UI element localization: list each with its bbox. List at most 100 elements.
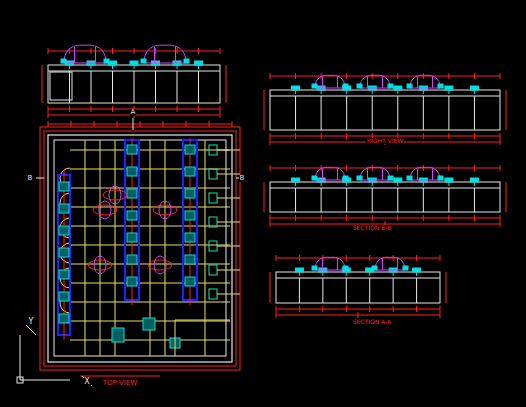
cad-stroke bbox=[372, 215, 373, 221]
cad-stroke bbox=[186, 121, 187, 127]
cad-stroke bbox=[337, 168, 338, 180]
cad-stroke bbox=[264, 182, 265, 212]
car-outline bbox=[360, 167, 390, 180]
cad-stroke bbox=[474, 165, 475, 171]
cad-stroke bbox=[321, 90, 322, 94]
cad-stroke bbox=[346, 215, 347, 221]
cad-stroke bbox=[209, 241, 217, 251]
cad-stroke bbox=[198, 71, 199, 103]
cad-stroke bbox=[50, 72, 72, 100]
cad-stroke bbox=[217, 270, 240, 271]
section-mark: B bbox=[239, 175, 246, 182]
cad-stroke bbox=[397, 73, 398, 79]
cad-stroke bbox=[474, 133, 475, 139]
cad-stroke bbox=[270, 139, 271, 145]
cad-stroke bbox=[321, 182, 322, 186]
cad-stroke bbox=[292, 86, 300, 90]
cad-stroke bbox=[292, 178, 300, 182]
cad-stroke bbox=[474, 96, 475, 130]
cad-stroke bbox=[346, 96, 347, 130]
ucs-icon bbox=[20, 335, 70, 380]
cad-stroke bbox=[369, 255, 370, 261]
cad-stroke bbox=[270, 272, 271, 303]
cad-stroke bbox=[397, 90, 398, 94]
cad-stroke bbox=[71, 121, 72, 127]
car-outline bbox=[375, 257, 405, 270]
cad-stroke bbox=[205, 140, 206, 356]
cad-stroke bbox=[322, 272, 323, 276]
cad-stroke bbox=[438, 84, 443, 88]
cad-stroke bbox=[127, 189, 137, 198]
cad-stroke bbox=[322, 76, 323, 88]
cad-stroke bbox=[185, 145, 195, 154]
view-title: TOP VIEW bbox=[102, 380, 138, 387]
cad-stroke bbox=[276, 306, 277, 312]
cad-stroke bbox=[185, 233, 195, 242]
cad-stroke bbox=[299, 306, 300, 312]
cad-stroke bbox=[48, 135, 232, 362]
cad-stroke bbox=[133, 118, 134, 130]
cad-stroke bbox=[500, 165, 501, 171]
cad-stroke bbox=[372, 90, 373, 94]
cad-stroke bbox=[276, 255, 277, 261]
cad-stroke bbox=[295, 188, 296, 212]
cad-stroke bbox=[438, 176, 443, 180]
cad-stroke bbox=[60, 243, 70, 263]
cad-stroke bbox=[346, 278, 347, 303]
cad-stroke bbox=[423, 73, 424, 79]
cad-stroke bbox=[270, 221, 271, 227]
cad-stroke bbox=[270, 165, 271, 171]
cad-stroke bbox=[217, 222, 240, 223]
cad-stroke bbox=[69, 106, 70, 112]
cad-stroke bbox=[175, 47, 176, 63]
cad-stroke bbox=[500, 133, 501, 139]
cad-stroke bbox=[276, 258, 440, 259]
cad-stroke bbox=[321, 188, 322, 212]
cad-stroke bbox=[217, 294, 240, 295]
cad-stroke bbox=[112, 106, 113, 112]
car-outline bbox=[360, 75, 390, 88]
cad-stroke bbox=[59, 248, 69, 257]
cad-stroke bbox=[369, 278, 370, 303]
cad-stroke bbox=[322, 278, 323, 303]
axis-label: Y bbox=[28, 318, 35, 326]
car-plan bbox=[159, 201, 171, 219]
cad-stroke bbox=[500, 139, 501, 145]
cad-stroke bbox=[448, 188, 449, 212]
cad-stroke bbox=[295, 73, 296, 79]
cad-stroke bbox=[295, 96, 296, 130]
cad-stroke bbox=[270, 215, 271, 221]
cad-stroke bbox=[42, 65, 43, 103]
cad-stroke bbox=[69, 71, 70, 103]
cad-stroke bbox=[94, 121, 95, 127]
cad-stroke bbox=[416, 255, 417, 261]
cad-stroke bbox=[134, 48, 135, 54]
cad-stroke bbox=[470, 86, 478, 90]
cad-stroke bbox=[163, 121, 164, 127]
cad-stroke bbox=[198, 106, 199, 112]
cad-stroke bbox=[155, 65, 156, 69]
cad-stroke bbox=[185, 277, 195, 286]
cad-stroke bbox=[112, 65, 113, 69]
cad-stroke bbox=[59, 226, 69, 235]
cad-stroke bbox=[423, 90, 424, 94]
cad-stroke bbox=[177, 48, 178, 54]
cad-stroke bbox=[264, 90, 265, 130]
cad-stroke bbox=[270, 96, 500, 97]
cad-stroke bbox=[448, 165, 449, 171]
cad-stroke bbox=[217, 150, 240, 151]
cad-stroke bbox=[185, 189, 195, 198]
car-plan bbox=[94, 256, 106, 274]
cad-stroke bbox=[369, 306, 370, 312]
cad-stroke bbox=[226, 65, 227, 103]
cad-stroke bbox=[130, 61, 138, 65]
car-outline bbox=[315, 167, 345, 180]
cad-stroke bbox=[85, 140, 86, 356]
cad-stroke bbox=[382, 76, 383, 88]
car-plan bbox=[103, 190, 127, 200]
cad-stroke bbox=[312, 176, 317, 180]
cad-stroke bbox=[299, 255, 300, 261]
cad-stroke bbox=[440, 312, 441, 318]
cad-stroke bbox=[185, 167, 195, 176]
